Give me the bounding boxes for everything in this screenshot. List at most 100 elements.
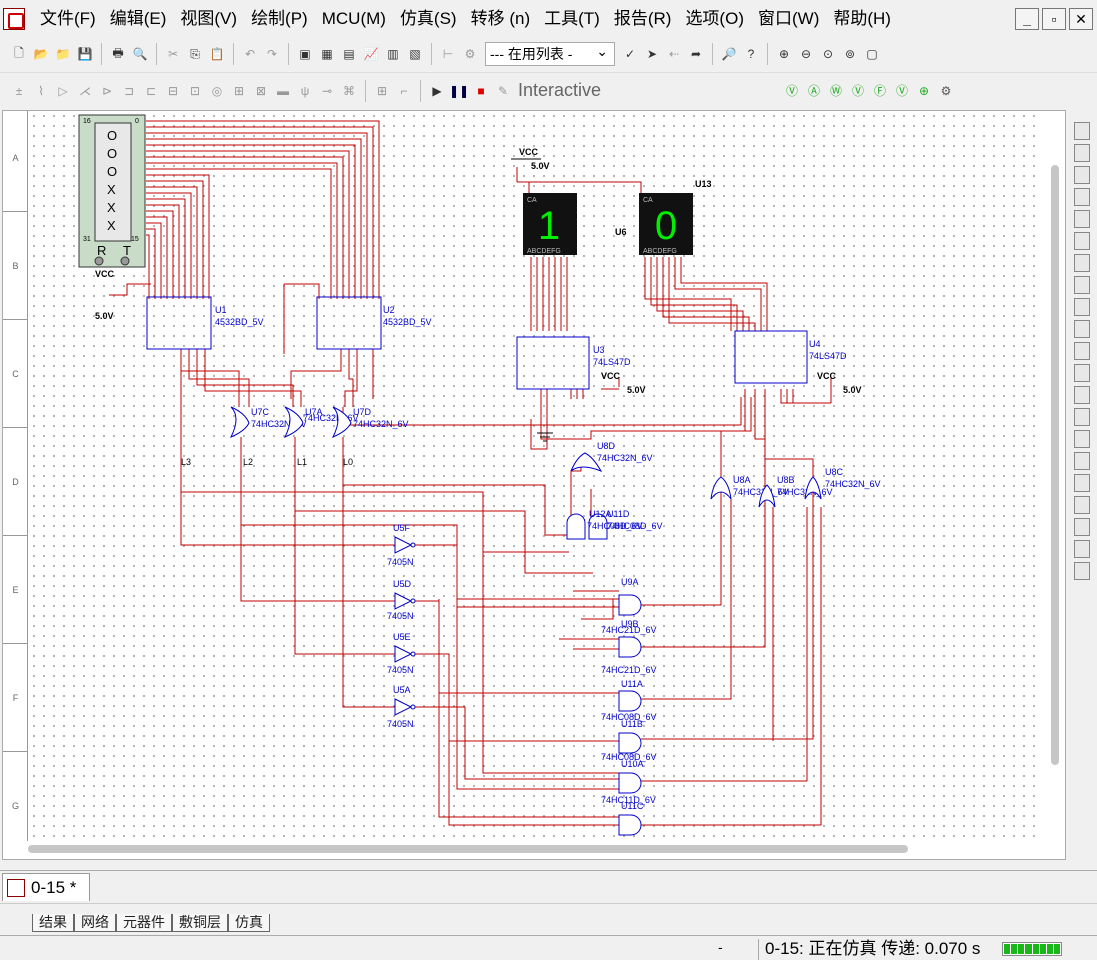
schematic-canvas[interactable]: A B C D E F G [2, 110, 1066, 860]
dip-switch-block[interactable]: 16 0 31 15 O O O X X X R T [78, 114, 146, 268]
dip-switch-state[interactable]: X [107, 218, 116, 233]
analog-icon[interactable]: ⊳ [101, 83, 113, 98]
misc-digital-icon[interactable]: ⊟ [167, 83, 179, 98]
basic-icon[interactable]: ⌇ [38, 83, 44, 98]
back-annotate-icon[interactable]: ⇠ [668, 47, 680, 61]
dip-t-button[interactable] [120, 256, 130, 266]
wattmeter-icon[interactable] [1074, 166, 1090, 184]
inverter-u5f[interactable] [394, 536, 416, 554]
dip-r-button[interactable] [94, 256, 104, 266]
and-gate-u9a[interactable] [618, 594, 642, 616]
tektronix-scope-icon[interactable] [1074, 496, 1090, 514]
misc-icon[interactable]: ⊠ [255, 83, 267, 98]
menu-simulate[interactable]: 仿真(S) [399, 9, 457, 28]
probe-ground-icon[interactable]: ⊕ [918, 83, 930, 98]
zoom-out-icon[interactable]: ⊖ [800, 47, 812, 61]
decoder-u4[interactable] [734, 330, 808, 384]
schematic-sheet[interactable]: 16 0 31 15 O O O X X X R T [29, 111, 1039, 841]
power-icon[interactable]: ⊞ [233, 83, 245, 98]
function-generator-icon[interactable] [1074, 144, 1090, 162]
paste-icon[interactable]: 📋 [209, 47, 225, 61]
and-gate-u11c[interactable] [618, 814, 642, 836]
transistor-icon[interactable]: ⋌ [79, 83, 91, 98]
agilent-multimeter-icon[interactable] [1074, 452, 1090, 470]
indicator-icon[interactable]: ◎ [211, 83, 223, 98]
probe-settings-icon[interactable]: ⚙ [940, 83, 952, 98]
hierarchy-icon[interactable]: ⊢ [442, 47, 454, 61]
cut-icon[interactable]: ✂ [167, 47, 179, 61]
in-use-list-dropdown[interactable]: --- 在用列表 - [485, 40, 615, 66]
cmos-icon[interactable]: ⊏ [145, 83, 157, 98]
or-gate-u8d[interactable] [570, 452, 603, 472]
and-gate-u11a[interactable] [618, 690, 642, 712]
probe-power-icon[interactable]: Ⓦ [829, 84, 842, 98]
network-analyzer-icon[interactable] [1074, 408, 1090, 426]
open-folder-icon[interactable]: 📂 [33, 47, 49, 61]
probe-icon[interactable]: ✎ [497, 83, 509, 98]
probe-ref-icon[interactable]: Ⓕ [873, 84, 886, 98]
database-manager-icon[interactable]: ▤ [343, 47, 355, 61]
and-gate-u12a[interactable] [566, 513, 586, 540]
menu-mcu[interactable]: MCU(M) [321, 9, 386, 28]
open-sample-icon[interactable]: 📁 [55, 47, 71, 61]
tab-components[interactable]: 元器件 [116, 914, 172, 932]
word-generator-icon[interactable] [1074, 276, 1090, 294]
distortion-analyzer-icon[interactable] [1074, 364, 1090, 382]
tab-simulation[interactable]: 仿真 [228, 914, 270, 932]
spectrum-analyzer-icon[interactable] [1074, 386, 1090, 404]
forward-annotate-icon[interactable]: ➤ [646, 47, 658, 61]
redo-icon[interactable]: ↷ [266, 47, 278, 61]
inverter-u5e[interactable] [394, 645, 416, 663]
help-icon[interactable]: ? [747, 47, 755, 61]
agilent-generator-icon[interactable] [1074, 430, 1090, 448]
run-icon[interactable]: ▶ [432, 83, 442, 98]
or-gate-u8a[interactable] [710, 476, 732, 500]
ttl-icon[interactable]: ⊐ [123, 83, 135, 98]
menu-place[interactable]: 绘制(P) [251, 9, 308, 28]
and-gate-u11b[interactable] [618, 732, 642, 754]
diode-icon[interactable]: ▷ [58, 83, 68, 98]
or-gate-u7c[interactable] [229, 406, 250, 438]
place-hierarchy-icon[interactable]: ⊞ [376, 83, 388, 98]
tab-results[interactable]: 结果 [32, 914, 74, 932]
bode-plotter-icon[interactable] [1074, 232, 1090, 250]
electromech-icon[interactable]: ⊸ [321, 83, 333, 98]
probe-diff-icon[interactable]: Ⓥ [851, 84, 864, 98]
simulation-mode-label[interactable]: Interactive [518, 80, 602, 100]
zoom-in-icon[interactable]: ⊕ [778, 47, 790, 61]
horizontal-scrollbar[interactable] [28, 845, 908, 853]
tab-nets[interactable]: 网络 [74, 914, 116, 932]
or-gate-u8c[interactable] [804, 476, 822, 500]
current-probe-icon[interactable] [1074, 562, 1090, 580]
database-icon[interactable]: ⚙ [464, 47, 476, 61]
transfer-icon[interactable]: ➦ [690, 47, 702, 61]
dip-switch-state[interactable]: X [107, 200, 116, 215]
encoder-u2[interactable] [316, 296, 382, 350]
new-file-icon[interactable]: 🗋 [14, 45, 24, 60]
multimeter-icon[interactable] [1074, 122, 1090, 140]
logic-converter-icon[interactable] [1074, 298, 1090, 316]
menu-file[interactable]: 文件(F) [40, 9, 96, 28]
erc-icon[interactable]: ✓ [624, 47, 636, 61]
spreadsheet-view-icon[interactable]: ▦ [321, 47, 333, 61]
menu-options[interactable]: 选项(O) [685, 9, 744, 28]
inverter-u5a[interactable] [394, 698, 416, 716]
tab-copper-layers[interactable]: 敷铜层 [172, 914, 228, 932]
mcu-icon[interactable]: ⌘ [343, 83, 355, 98]
and-gate-u10a[interactable] [618, 772, 642, 794]
menu-tools[interactable]: 工具(T) [544, 9, 600, 28]
component-wizard-icon[interactable]: ▧ [409, 47, 421, 61]
four-channel-scope-icon[interactable] [1074, 210, 1090, 228]
menu-transfer[interactable]: 转移 (n) [470, 9, 531, 28]
pause-icon[interactable]: ❚❚ [448, 83, 470, 98]
frequency-counter-icon[interactable] [1074, 254, 1090, 272]
probe-voltage-icon[interactable]: Ⓥ [785, 84, 798, 98]
minimize-button[interactable]: _ [1015, 8, 1039, 30]
oscilloscope-icon[interactable] [1074, 188, 1090, 206]
zoom-area-icon[interactable]: ⊙ [822, 47, 834, 61]
inverter-u5d[interactable] [394, 592, 416, 610]
encoder-u1[interactable] [146, 296, 212, 350]
vertical-scrollbar[interactable] [1051, 165, 1059, 765]
rf-icon[interactable]: ψ [300, 83, 310, 98]
zoom-fit-icon[interactable]: ⊚ [844, 47, 856, 61]
